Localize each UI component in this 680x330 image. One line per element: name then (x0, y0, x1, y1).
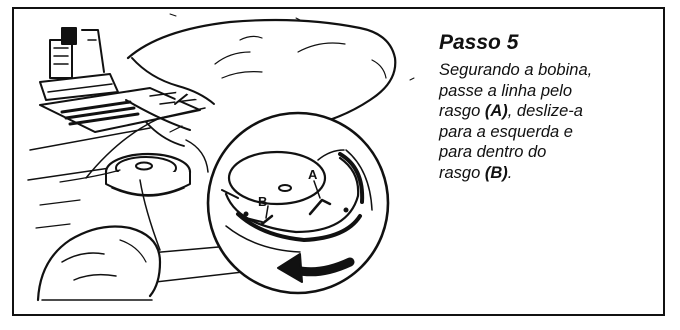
hand-icon (36, 225, 162, 302)
description-text: , deslize-a (507, 102, 583, 120)
description-line: passe a linha pelo (439, 81, 573, 100)
label-b: (B) (484, 163, 508, 182)
direction-arrow-icon (277, 253, 355, 283)
magnifier-circle-icon (206, 111, 390, 295)
description-text: . (507, 163, 513, 182)
description-line: Segurando a bobina, (439, 61, 593, 79)
label-a: (A) (484, 102, 508, 120)
description-line: rasgo (B). (439, 163, 669, 184)
description-line: para a esquerda e (439, 122, 573, 141)
step-description: Segurando a bobina, passe a linha pelo r… (439, 60, 669, 183)
instruction-text: Passo 5 Segurando a bobina, passe a linh… (439, 30, 669, 183)
description-line: para dentro do (439, 143, 547, 161)
hand-icon (85, 18, 397, 179)
bobbin-icon (104, 152, 192, 197)
description-line: rasgo (A), deslize-a (439, 101, 669, 122)
presser-foot-icon (39, 27, 119, 101)
description-text: rasgo (439, 102, 485, 120)
callout-b-label: B (258, 194, 267, 209)
callout-a-label: A (308, 167, 318, 182)
bobbin-case-icon (169, 125, 209, 173)
description-text: rasgo (439, 163, 485, 182)
step-title: Passo 5 (439, 31, 519, 54)
